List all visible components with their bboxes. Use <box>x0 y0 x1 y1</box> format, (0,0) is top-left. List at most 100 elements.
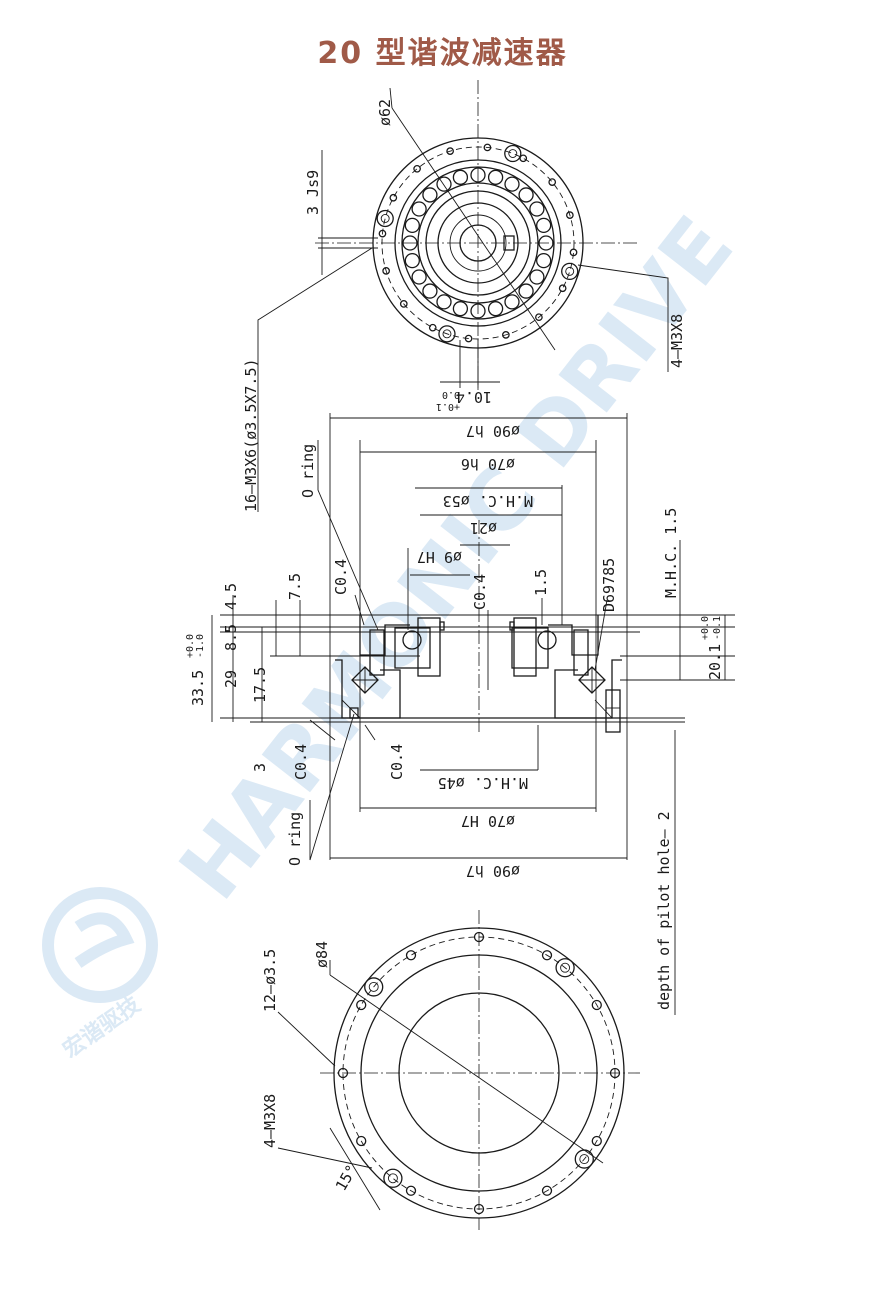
bearing-roller <box>452 169 469 185</box>
bolt-hole <box>591 1135 602 1147</box>
tapped-hole <box>383 1168 403 1188</box>
mhc-53-label: M.H.C. ø53 <box>443 492 533 510</box>
tapped-hole-core <box>579 1154 590 1165</box>
bearing-roller <box>404 217 420 234</box>
dim-7-5-label: 7.5 <box>286 573 304 600</box>
dim-29-label: 29 <box>222 670 240 688</box>
bolt-hole <box>413 164 421 173</box>
bolt-hole <box>378 229 387 238</box>
bearing-rollers <box>402 167 554 319</box>
tapped-hole-core <box>380 214 390 223</box>
watermark: HARMONIC DRIVE 宏谐驱技 <box>42 199 752 1063</box>
tapped-hole-core <box>387 1173 398 1184</box>
tapped-hole <box>561 262 579 281</box>
bearing-roller <box>402 235 418 251</box>
bearing-roller <box>518 283 534 299</box>
bearing-roller <box>422 187 438 203</box>
bolt-hole <box>541 1185 553 1196</box>
bearing-roller <box>422 283 438 299</box>
dim-20-1-tol-bot: -0.1 <box>712 616 723 640</box>
page-title: 20 型谐波减速器 <box>317 36 568 71</box>
tapped-hole <box>376 209 394 228</box>
bearing-roller <box>529 201 545 217</box>
bolt-hole <box>405 1185 417 1196</box>
bolt-holes-bottom <box>337 931 621 1215</box>
phi70-top-label: ø70 h6 <box>461 455 515 473</box>
bolt-hole <box>356 1135 367 1147</box>
watermark-logo: 宏谐驱技 <box>42 887 158 1063</box>
tapped-hole-core <box>560 962 571 973</box>
dim-33-5-tol-bot: -1.0 <box>195 634 206 658</box>
c04-a-label: C0.4 <box>332 559 350 595</box>
bolt-hole <box>464 334 473 343</box>
phi90-bot-label: ø90 h7 <box>466 862 520 880</box>
dim-33-5-label: 33.5 <box>189 670 207 706</box>
d69785-label: D69785 <box>600 558 618 612</box>
section-view-labels: ø90 h7 ø70 h6 M.H.C. ø53 ø21 ø9 H7 O rin… <box>185 422 724 1010</box>
bolt-hole <box>446 147 454 155</box>
phi9-label: ø9 H7 <box>417 548 462 566</box>
bearing-roller <box>536 217 552 234</box>
bolt-hole <box>541 950 553 961</box>
holes-12-label: 12–ø3.5 <box>261 949 279 1012</box>
bolt-holes-top <box>376 143 579 343</box>
bearing-roller <box>538 235 554 251</box>
section-view <box>211 413 735 1015</box>
bolt-hole <box>502 331 510 339</box>
bolt-hole <box>548 178 557 186</box>
mhc-45-label: M.H.C. ø45 <box>438 774 528 792</box>
bearing-roller <box>436 294 452 310</box>
bolt-hole <box>356 999 367 1011</box>
mhc-1-5-label: M.H.C. 1.5 <box>662 508 680 598</box>
bottom-m3x8-label: 4–M3X8 <box>261 1094 279 1148</box>
tapped-hole-core <box>442 329 452 339</box>
bolt-hole <box>473 1203 485 1215</box>
bearing-roller <box>436 176 452 192</box>
bearing-roller <box>504 176 520 192</box>
oring-top-label: O ring <box>299 444 317 498</box>
bolt-hole <box>382 267 390 275</box>
bolt-hole <box>483 143 492 152</box>
phi70-bot-label: ø70 H7 <box>461 812 515 830</box>
bearing-roller <box>404 252 420 269</box>
phi62-label: ø62 <box>376 99 394 126</box>
bearing-roller <box>487 169 504 185</box>
bolt-hole <box>519 154 528 163</box>
phi84-label: ø84 <box>313 941 331 968</box>
dim-3-label: 3 <box>251 763 269 772</box>
bearing-roller <box>529 269 545 285</box>
c04-c-label: C0.4 <box>292 744 310 780</box>
bottom-view <box>277 910 640 1230</box>
m3x6-label: 16–M3X6(ø3.5X7.5) <box>242 358 260 512</box>
bolt-hole <box>428 323 437 332</box>
bearing-roller <box>470 167 486 183</box>
oring-bot-label: O ring <box>286 812 304 866</box>
tapped-hole <box>504 144 522 163</box>
bolt-hole <box>405 950 417 961</box>
c04-b-label: C0.4 <box>471 574 489 610</box>
bolt-hole <box>389 193 398 202</box>
bearing-roller <box>518 187 534 203</box>
tapped-hole-core <box>368 981 379 992</box>
bearing-roller <box>452 301 469 317</box>
bolt-hole <box>569 248 578 257</box>
dim-10-4-tol-top: +0.1 <box>436 401 460 412</box>
bolt-hole <box>535 313 543 322</box>
bolt-hole <box>591 999 602 1011</box>
tapped-hole <box>555 958 575 978</box>
bolt-hole <box>337 1067 349 1079</box>
dim-10-4-tol-bot: 0.0 <box>442 389 460 400</box>
top-view <box>257 80 669 512</box>
bearing-roller <box>487 301 504 317</box>
bearing-roller <box>470 303 486 319</box>
tapped-hole-core <box>565 266 575 276</box>
dim-20-1-label: 20.1 <box>706 644 724 680</box>
js9-label: 3 Js9 <box>304 170 322 215</box>
bolt-hole <box>399 300 408 308</box>
bottom-view-labels: ø84 12–ø3.5 4–M3X8 15° <box>261 941 361 1194</box>
dim-8-5-label: 8.5 <box>222 624 240 651</box>
bearing-roller <box>411 269 427 285</box>
dim-4-5-label: 4.5 <box>222 583 240 610</box>
tapped-hole <box>438 325 456 343</box>
